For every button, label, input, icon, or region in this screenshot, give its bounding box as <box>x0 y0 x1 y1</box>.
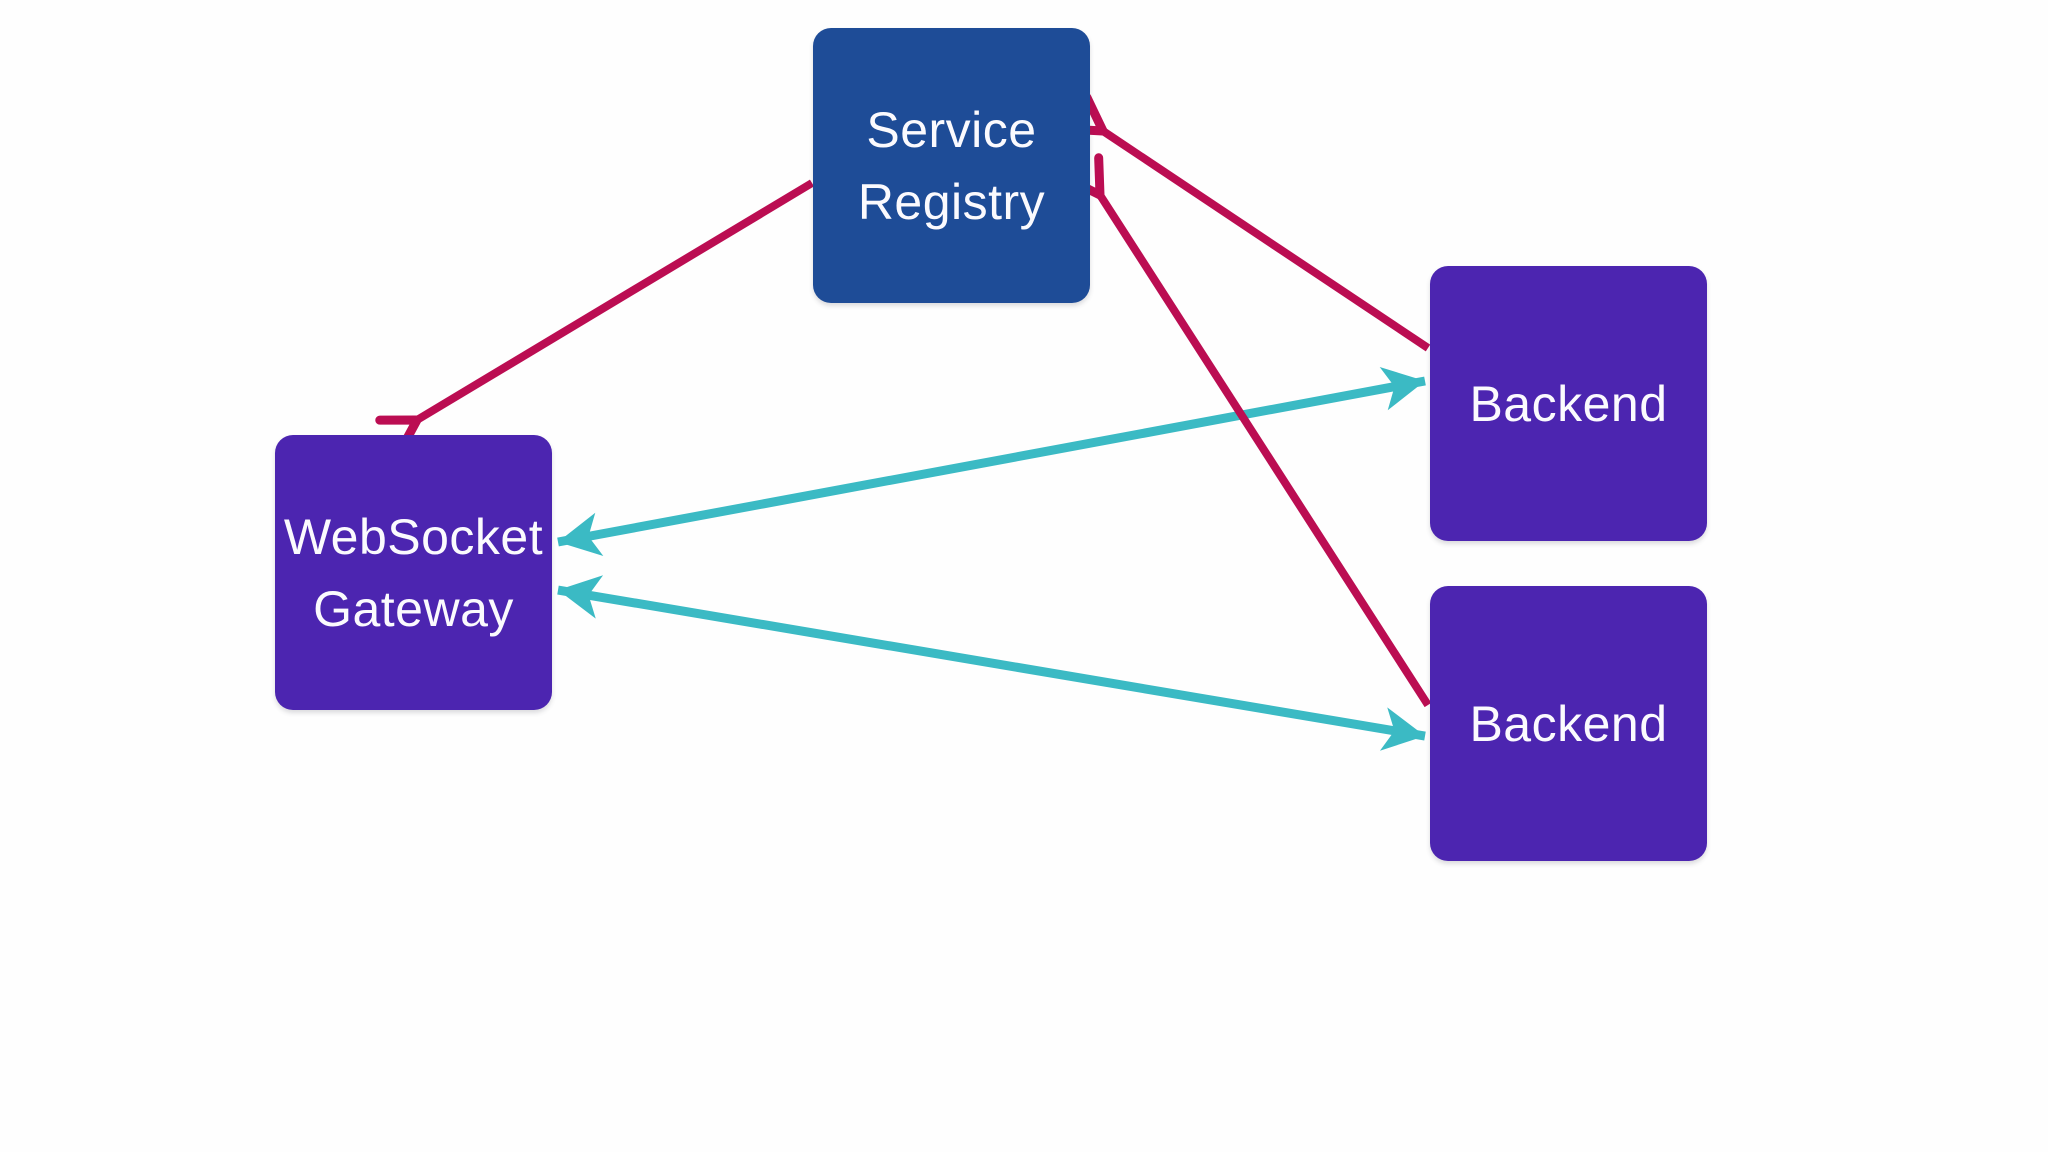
node-backend-2: Backend <box>1430 586 1707 861</box>
node-backend-1: Backend <box>1430 266 1707 541</box>
node-websocket-gateway: WebSocket Gateway <box>275 435 552 710</box>
node-label-line: Backend <box>1469 695 1668 752</box>
arrow-gateway-backend1 <box>557 367 1426 556</box>
node-label-line: WebSocket <box>283 508 544 565</box>
node-label-line: Backend <box>1469 375 1668 432</box>
arrow-registry-to-gateway <box>375 179 815 458</box>
node-label-line: Gateway <box>313 580 514 637</box>
arrow-gateway-backend2 <box>557 575 1426 751</box>
node-label-line: Service <box>866 101 1037 158</box>
arrow-backend2-to-registry <box>1062 153 1432 708</box>
node-service-registry: Service Registry <box>813 28 1090 303</box>
arrow-backend1-to-registry <box>1061 92 1431 352</box>
node-label-line: Registry <box>857 173 1046 230</box>
